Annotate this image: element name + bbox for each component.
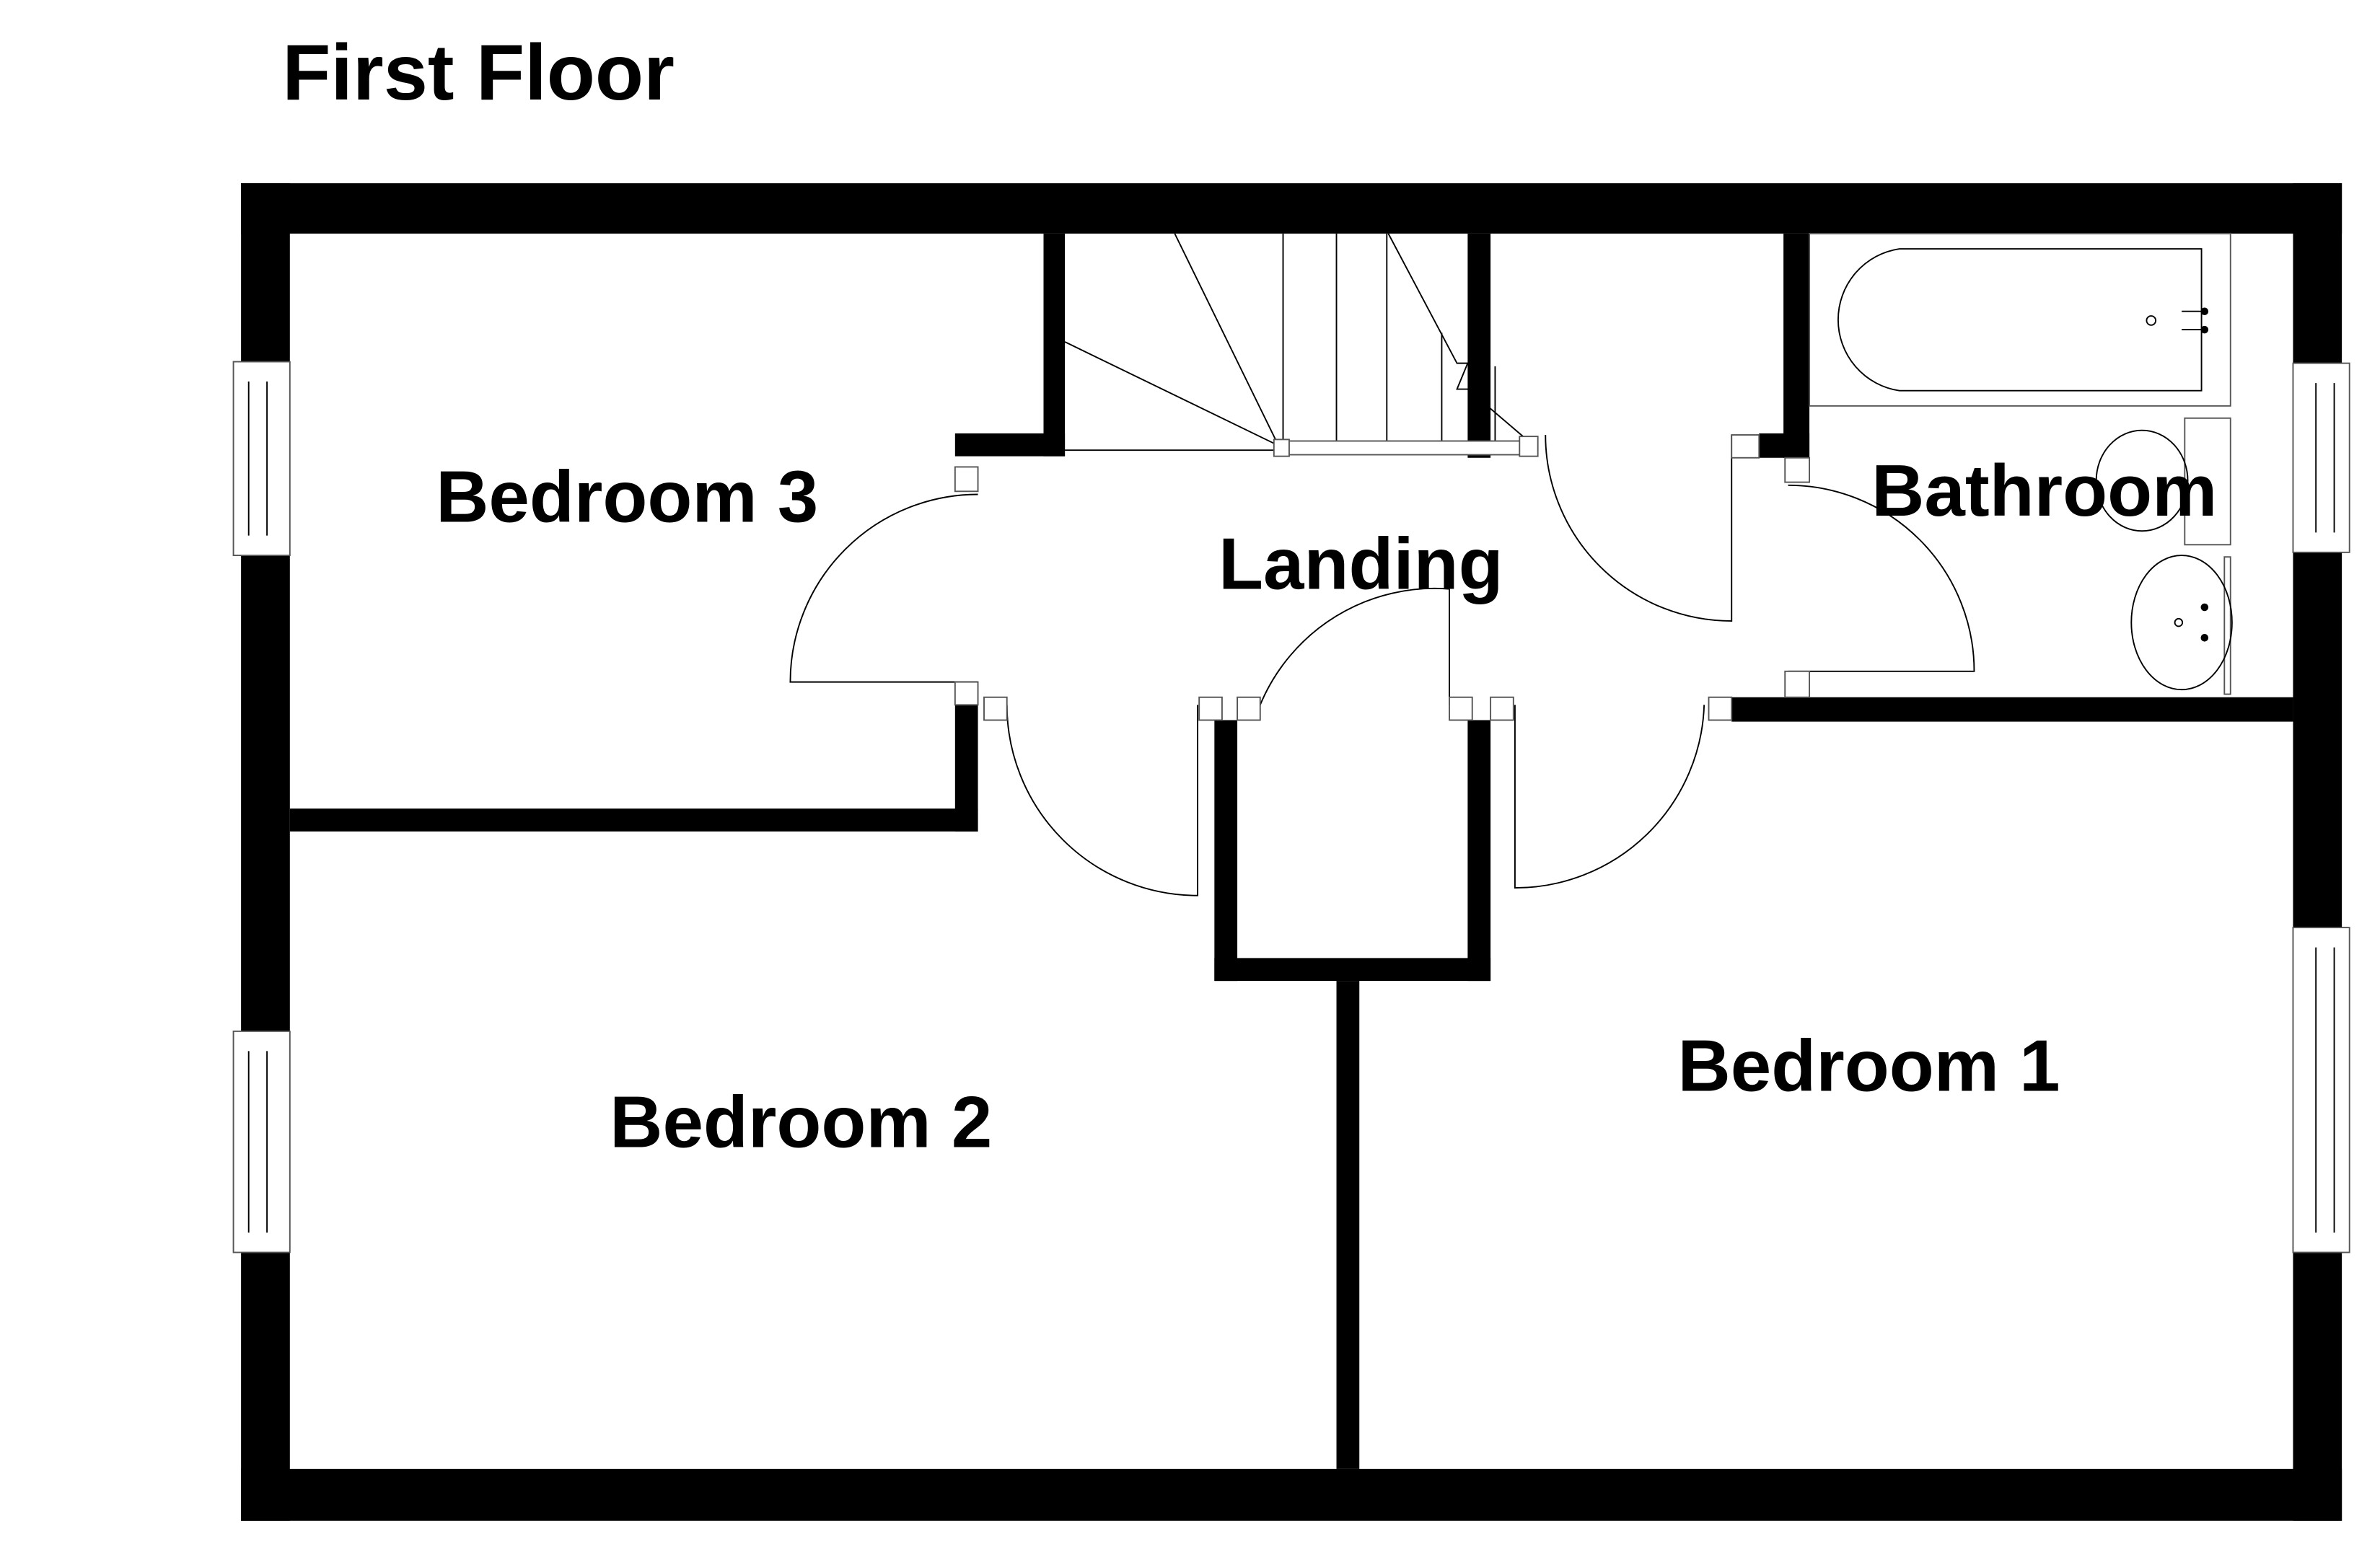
room-label-bedroom3: Bedroom 3 — [436, 456, 818, 538]
bedroom3-door — [789, 493, 978, 683]
bathroom-fixtures — [1809, 232, 2233, 695]
outer-wall-left — [241, 555, 290, 1031]
handrail — [1282, 440, 1532, 456]
bathroom-wall — [1731, 697, 2293, 722]
bedroom3-wall — [954, 433, 1066, 457]
bedroom-divider-wall — [1336, 981, 1360, 1469]
outer-wall-left — [241, 1252, 290, 1521]
outer-wall-right — [2293, 552, 2342, 928]
room-label-bedroom2: Bedroom 2 — [610, 1081, 992, 1163]
floor-title: First Floor — [282, 28, 675, 117]
outer-wall-right — [2293, 183, 2342, 363]
sink — [2130, 555, 2233, 691]
outer-wall-bottom — [241, 1468, 2342, 1521]
room-label-bedroom1: Bedroom 1 — [1677, 1024, 2060, 1106]
cupboard-wall — [1467, 720, 1491, 982]
outer-wall-left — [241, 183, 290, 362]
windows — [232, 361, 2350, 1253]
bedroom3-wall — [289, 808, 978, 832]
bathtub — [1809, 232, 2231, 407]
bedroom1-door — [1514, 705, 1705, 889]
bedroom2-door — [1006, 705, 1199, 896]
room-label-bathroom: Bathroom — [1871, 449, 2217, 532]
bedroom3-wall — [1043, 233, 1066, 457]
outer-wall-top — [241, 183, 2342, 234]
toilet-cistern — [2184, 417, 2231, 546]
staircase — [1064, 233, 1539, 457]
doors — [789, 434, 1975, 896]
bathroom-door — [1788, 484, 1975, 672]
stair-wall — [1467, 233, 1491, 458]
toilet — [2095, 429, 2189, 532]
walls — [241, 183, 2342, 1521]
cupboard-wall — [1214, 720, 1238, 982]
outer-wall-right — [2293, 1252, 2342, 1521]
cupboard-wall — [1214, 958, 1491, 982]
landing-door — [1545, 435, 1733, 622]
room-label-landing: Landing — [1218, 523, 1503, 605]
bathroom-wall — [1759, 433, 1810, 458]
cupboard-door — [1259, 587, 1450, 705]
bathroom-wall — [1783, 233, 1810, 458]
